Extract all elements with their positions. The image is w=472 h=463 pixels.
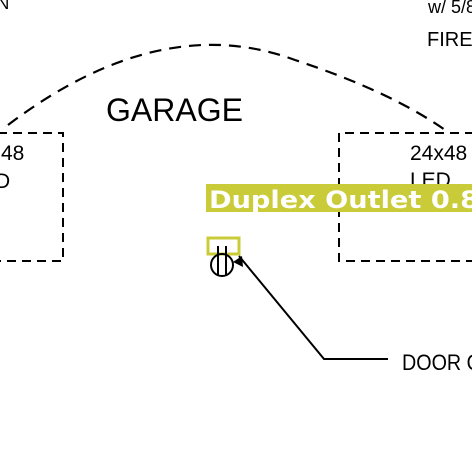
callout-text: DOOR O — [402, 350, 472, 375]
duplex-outlet-icon — [210, 246, 234, 277]
outlet-circle — [210, 253, 234, 277]
left-fixture-size: 48 — [1, 142, 24, 165]
detection-label-background — [206, 184, 472, 212]
callout-leader-line — [238, 255, 388, 360]
wall-note-line1: w/ 5/8 — [427, 0, 472, 17]
callout-arrowhead — [233, 256, 243, 267]
wall-note-line2: FIRE — [427, 29, 472, 51]
left-fixture-type: D — [0, 170, 10, 193]
dashed-arc — [7, 43, 449, 133]
detection-label: Duplex Outlet 0.8 — [209, 186, 472, 214]
left-light-fixture — [0, 132, 64, 262]
top-left-note: N — [0, 0, 9, 13]
right-fixture-size: 24x48 — [410, 142, 467, 165]
room-label: GARAGE — [106, 92, 243, 128]
